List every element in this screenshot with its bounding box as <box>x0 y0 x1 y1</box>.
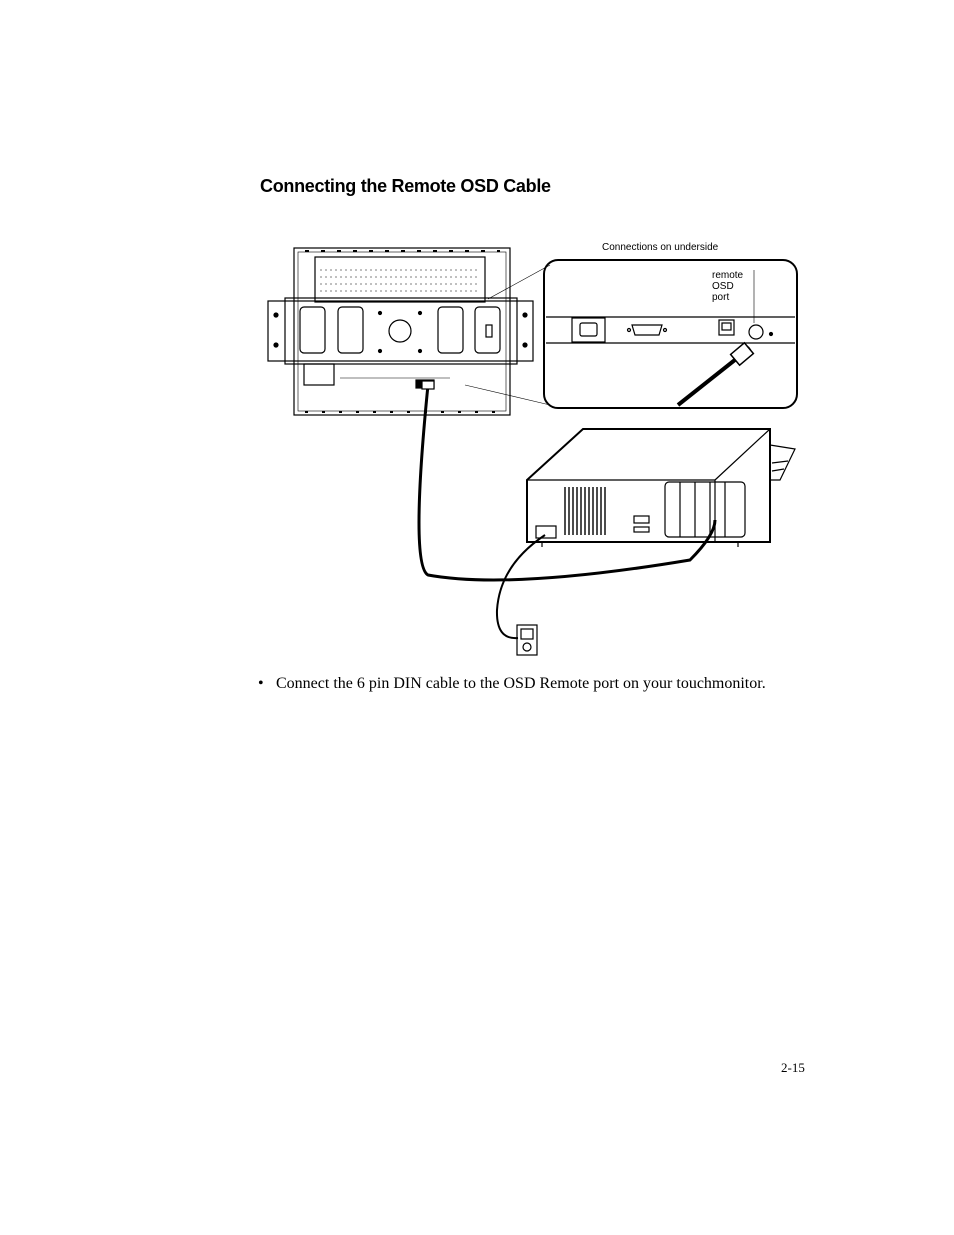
diagram-svg <box>267 247 798 656</box>
underside-callout-label: Connections on underside <box>602 242 719 253</box>
bullet-marker: • <box>258 675 264 692</box>
instruction-text: Connect the 6 pin DIN cable to the OSD R… <box>276 675 766 692</box>
page-number: 2-15 <box>781 1060 805 1075</box>
section-title: Connecting the Remote OSD Cable <box>260 176 551 196</box>
monitor-rear-illustration <box>267 247 534 416</box>
computer-illustration <box>495 428 796 656</box>
instruction-list-item: • Connect the 6 pin DIN cable to the OSD … <box>258 675 766 693</box>
connection-diagram: Connections on underside remote OSD port <box>260 235 820 665</box>
underside-callout <box>543 259 798 409</box>
remote-osd-port-label: remote OSD port <box>712 270 744 303</box>
